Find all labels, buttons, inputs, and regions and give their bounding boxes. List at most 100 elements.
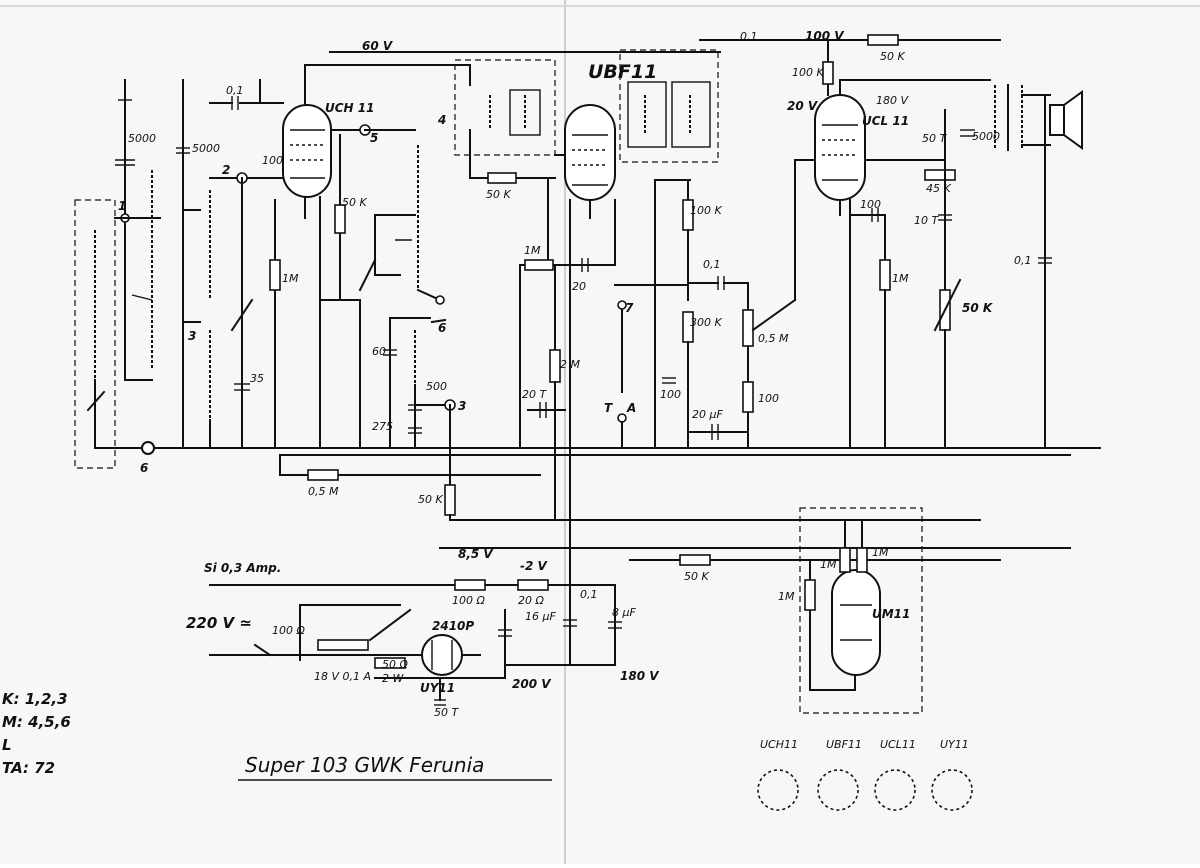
res-50k-d-label: 50 K: [684, 570, 709, 583]
voltage-180v-a: 180 V: [876, 94, 909, 107]
res-50k-a-label: 50 K: [342, 196, 367, 209]
ucl11-supply: [699, 34, 1001, 449]
base-label-uch11: UCH11: [760, 738, 798, 751]
res-1m-e-label: 1M: [872, 546, 889, 559]
contact-2: 2: [222, 163, 230, 177]
res-1m-b-label: 1M: [524, 244, 541, 257]
pickup-switch: [614, 284, 689, 449]
oscillator-tuning-section: [358, 258, 481, 521]
base-pinout-uch11: [757, 769, 799, 811]
cap-50t-label: 50 T: [922, 132, 947, 145]
cap-5000-b-label: 5000: [192, 142, 220, 155]
cap-5000-a-label: 5000: [128, 132, 156, 145]
base-pinout-ubf11: [817, 769, 859, 811]
res-2w-label: 2 W: [382, 672, 404, 685]
contact-3-left: 3: [188, 329, 196, 343]
ubf11-label: UBF11: [588, 61, 657, 83]
legend-l: L: [2, 736, 12, 754]
cap-100-b-label: 100: [660, 388, 681, 401]
res-1m-d-label: 1M: [820, 558, 837, 571]
res-100-label: 100: [758, 392, 779, 405]
res-100k-b-label: 100 K: [792, 66, 824, 79]
res-2m-label: 2 M: [560, 358, 580, 371]
contact-6: 6: [438, 321, 446, 335]
uy11-tube: [421, 634, 481, 676]
res-18v-label: 18 V 0,1 A: [314, 670, 371, 683]
ucl11-tube: [794, 79, 991, 449]
legend-k: K: 1,2,3: [2, 690, 68, 708]
b-plus-bus: [439, 519, 1071, 561]
cap-01-b-label: 0,1: [703, 258, 721, 271]
cap-100-a-label: 100: [262, 154, 283, 167]
voltage-minus2v: -2 V: [520, 559, 549, 573]
cap-500-label: 500: [426, 380, 447, 393]
uch11-label: UCH 11: [325, 101, 374, 115]
legend-ta: TA: 72: [2, 759, 55, 777]
cap-20t-label: 20 T: [522, 388, 547, 401]
cap-10t-label: 10 T: [914, 214, 939, 227]
base-label-ucl11: UCL11: [880, 738, 916, 751]
fuse-label: Si 0,3 Amp.: [204, 561, 281, 575]
speaker-icon: [1049, 90, 1083, 150]
res-1m-c-label: 1M: [892, 272, 909, 285]
uch11-tube: [209, 64, 471, 449]
contact-5: 5: [370, 131, 378, 145]
res-50ohm-label: 50 Ω: [382, 658, 408, 671]
cap-20uf-label: 20 µF: [692, 408, 723, 421]
cap-50t-b-label: 50 T: [434, 706, 459, 719]
cap-01-a-label: 0,1: [226, 84, 244, 97]
antenna-input-section: [74, 79, 161, 469]
cap-60-label: 60: [372, 345, 386, 358]
res-100k-label: 100 K: [690, 204, 722, 217]
cap-35-label: 35: [250, 372, 264, 385]
cap-8uf-label: 8 µF: [612, 606, 636, 619]
power-supply: [209, 579, 622, 706]
detector-load: [527, 199, 571, 621]
cap-01-e-label: 0,1: [580, 588, 598, 601]
res-20ohm-label: 20 Ω: [518, 594, 544, 607]
contact-7: 7: [625, 301, 634, 315]
res-100ohm-b-label: 100 Ω: [272, 624, 305, 637]
contact-A: A: [626, 401, 636, 415]
contact-4: 4: [437, 113, 446, 127]
schematic-title: Super 103 GWK Ferunia: [245, 753, 484, 777]
res-50k-top-label: 50 K: [880, 50, 905, 63]
contact-1: 1: [118, 199, 126, 213]
mains-voltage-label: 220 V ≃: [186, 614, 252, 632]
res-1m-a-label: 1M: [282, 272, 299, 285]
cap-5000-c-label: 5000: [972, 130, 1000, 143]
legend-m: M: 4,5,6: [2, 713, 71, 731]
output-transformer: [994, 84, 1101, 449]
contact-T: T: [604, 401, 613, 415]
if-transformer-1: [454, 59, 556, 184]
base-label-uy11: UY11: [940, 738, 969, 751]
uch11-grid-resistors: [269, 124, 445, 449]
pot-50k-label: 50 K: [962, 301, 994, 315]
ground-bus: [94, 447, 1101, 456]
res-50k-d: [679, 554, 711, 566]
oscillator-coil-section: [176, 79, 261, 449]
um11-tube: [799, 507, 923, 714]
res-300k-label: 300 K: [690, 316, 722, 329]
res-05m-bottom: [279, 454, 541, 481]
voltage-200v: 200 V: [512, 677, 552, 691]
uy11-label: UY11: [420, 681, 455, 695]
um11-label: UM11: [872, 607, 910, 621]
uy11-type-label: 2410P: [432, 619, 474, 633]
cap-20-label: 20: [572, 280, 586, 293]
voltage-180v-b: 180 V: [620, 669, 660, 683]
cap-275-label: 275: [372, 420, 393, 433]
contact-3: 3: [458, 399, 466, 413]
cap-01-c-label: 0,1: [740, 30, 758, 43]
ubf11-tube: [519, 104, 616, 449]
res-100ohm-label: 100 Ω: [452, 594, 485, 607]
tube-base-diagrams: UCH11 UBF11 UCL11 UY11: [757, 738, 973, 811]
cap-16uf-label: 16 µF: [525, 610, 556, 623]
voltage-85v: 8,5 V: [458, 547, 494, 561]
voltage-60v: 60 V: [362, 39, 394, 53]
af-coupling-section: [654, 179, 797, 449]
res-45k-label: 45 K: [926, 182, 951, 195]
res-05m-b-label: 0,5 M: [758, 332, 789, 345]
